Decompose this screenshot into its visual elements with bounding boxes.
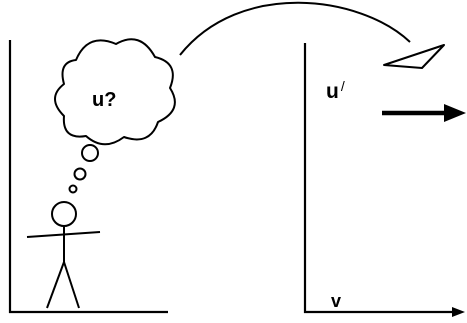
velocity-symbol: u [326,80,339,103]
right-frame [303,43,465,317]
observer-right-leg [63,261,80,309]
observer-arms [26,231,101,238]
observer-head [51,201,77,227]
thought-dot-small [68,184,78,194]
thought-dot-medium [73,167,87,181]
velocity-arrow [382,104,466,122]
left-frame [8,40,168,314]
velocity-label: u/ [326,78,345,103]
axis-label-v: v [331,291,341,311]
transfer-arrow-head [383,44,445,69]
thought-label: u? [92,89,116,111]
right-frame-axis-arrowhead [452,307,465,317]
transfer-arrow [179,1,445,69]
thought-dot-large [81,144,99,162]
observer-left-leg [46,261,65,309]
transfer-arrow-curve [179,1,411,56]
velocity-arrow-head [444,104,466,122]
velocity-prime-mark: / [341,78,345,94]
stick-figure-observer [26,201,101,309]
thought-trail [68,144,99,194]
thought-cloud [54,38,176,146]
